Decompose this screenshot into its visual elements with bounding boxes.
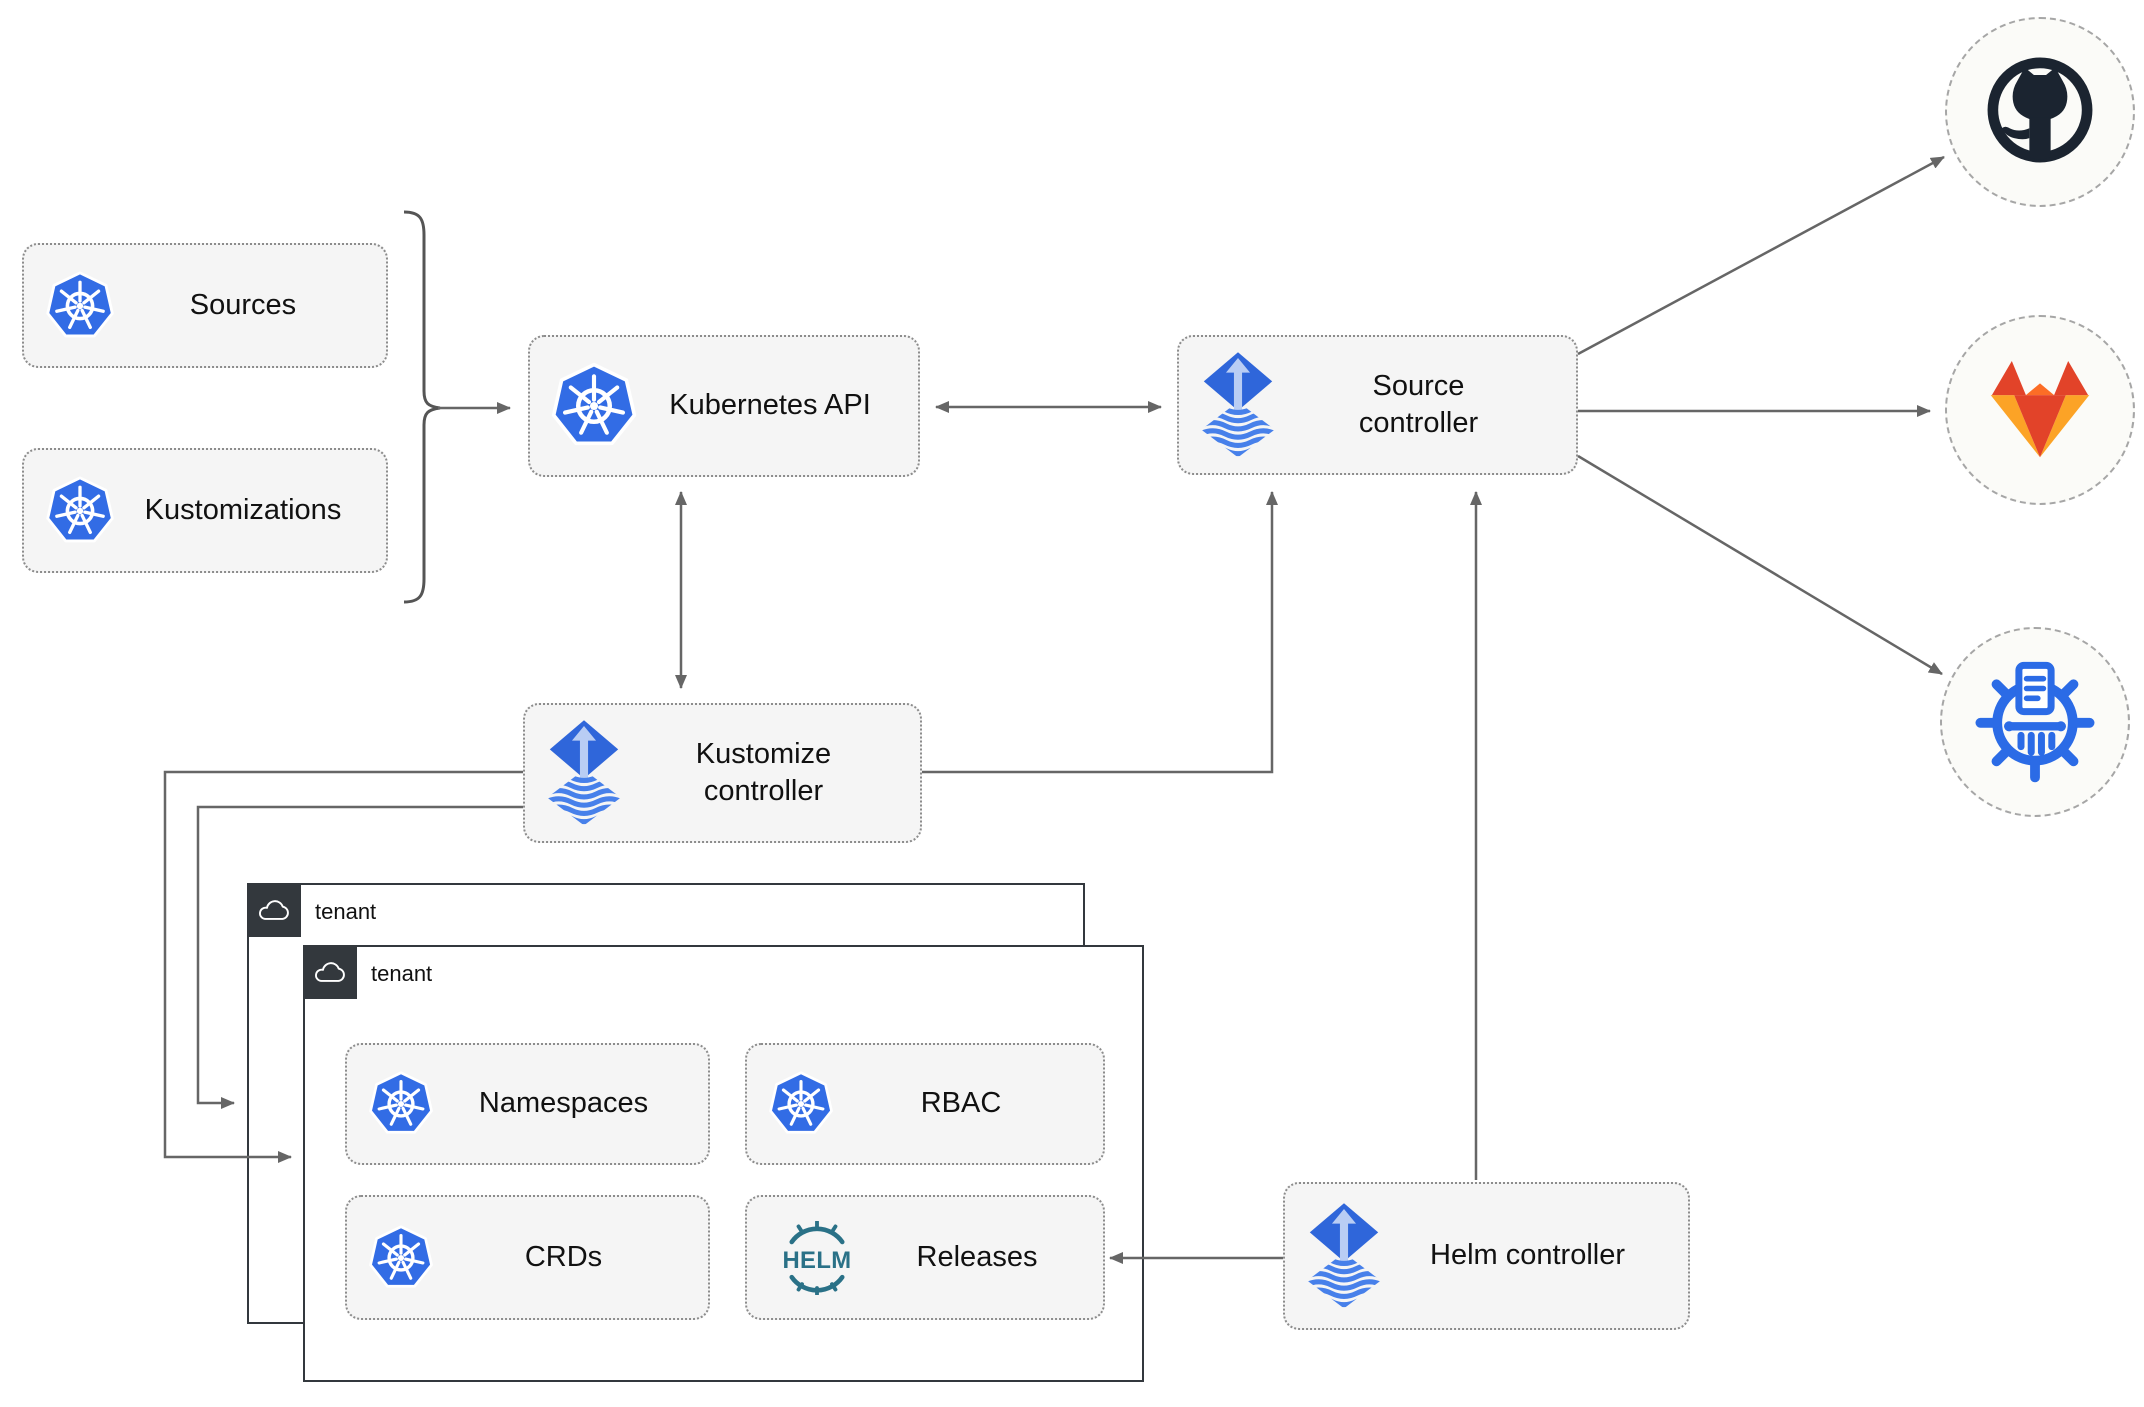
- github-repository-node: [1945, 17, 2135, 207]
- releases-label: Releases: [916, 1240, 1038, 1273]
- flux-icon: [1303, 1200, 1385, 1312]
- releases-node: HELM Releases: [745, 1195, 1105, 1320]
- kubernetes-icon: [42, 473, 118, 549]
- namespaces-node: Namespaces: [345, 1043, 710, 1165]
- helm-icon: HELM: [765, 1210, 869, 1306]
- crds-label: CRDs: [524, 1240, 603, 1273]
- source-controller-node: Source controller: [1177, 335, 1578, 475]
- kubernetes-api-node: Kubernetes API: [528, 335, 920, 477]
- cloud-icon: [303, 945, 357, 999]
- helm-controller-node: Helm controller: [1283, 1182, 1690, 1330]
- grouping-brace: [403, 210, 441, 604]
- helm-repository-node: [1940, 627, 2130, 817]
- kubernetes-icon: [365, 1222, 437, 1294]
- helm-wordmark: HELM: [782, 1247, 851, 1274]
- arrow-kustomize-controller-to-source-controller: [922, 491, 1278, 774]
- namespaces-label: Namespaces: [478, 1087, 649, 1120]
- tenant-label: tenant: [315, 899, 377, 924]
- gitlab-icon: [1981, 354, 2099, 467]
- kustomize-controller-label: Kustomize controller: [695, 737, 832, 807]
- arrow-source-controller-to-helm-repository: [1577, 454, 1943, 676]
- gitlab-repository-node: [1945, 315, 2135, 505]
- kubernetes-api-label: Kubernetes API: [669, 389, 871, 422]
- rbac-label: RBAC: [920, 1087, 1002, 1120]
- rbac-node: RBAC: [745, 1043, 1105, 1165]
- kubernetes-icon: [365, 1068, 437, 1140]
- flux-icon: [543, 717, 625, 829]
- kubernetes-icon: [548, 360, 640, 452]
- kustomize-controller-node: Kustomize controller: [523, 703, 922, 843]
- kustomizations-node: Kustomizations: [22, 448, 388, 573]
- kubernetes-icon: [42, 268, 118, 344]
- crds-node: CRDs: [345, 1195, 710, 1320]
- kubernetes-icon: [765, 1068, 837, 1140]
- kustomizations-label: Kustomizations: [144, 493, 342, 526]
- flux-icon: [1197, 349, 1279, 461]
- source-controller-label: Source controller: [1358, 369, 1479, 439]
- sources-node: Sources: [22, 243, 388, 368]
- github-icon: [1964, 34, 2116, 191]
- arrow-source-controller-to-github: [1577, 155, 1945, 356]
- sources-label: Sources: [189, 288, 297, 321]
- chartmuseum-icon: [1965, 647, 2105, 798]
- helm-controller-label: Helm controller: [1430, 1239, 1625, 1272]
- cloud-icon: [247, 883, 301, 937]
- tenant-label: tenant: [371, 961, 433, 986]
